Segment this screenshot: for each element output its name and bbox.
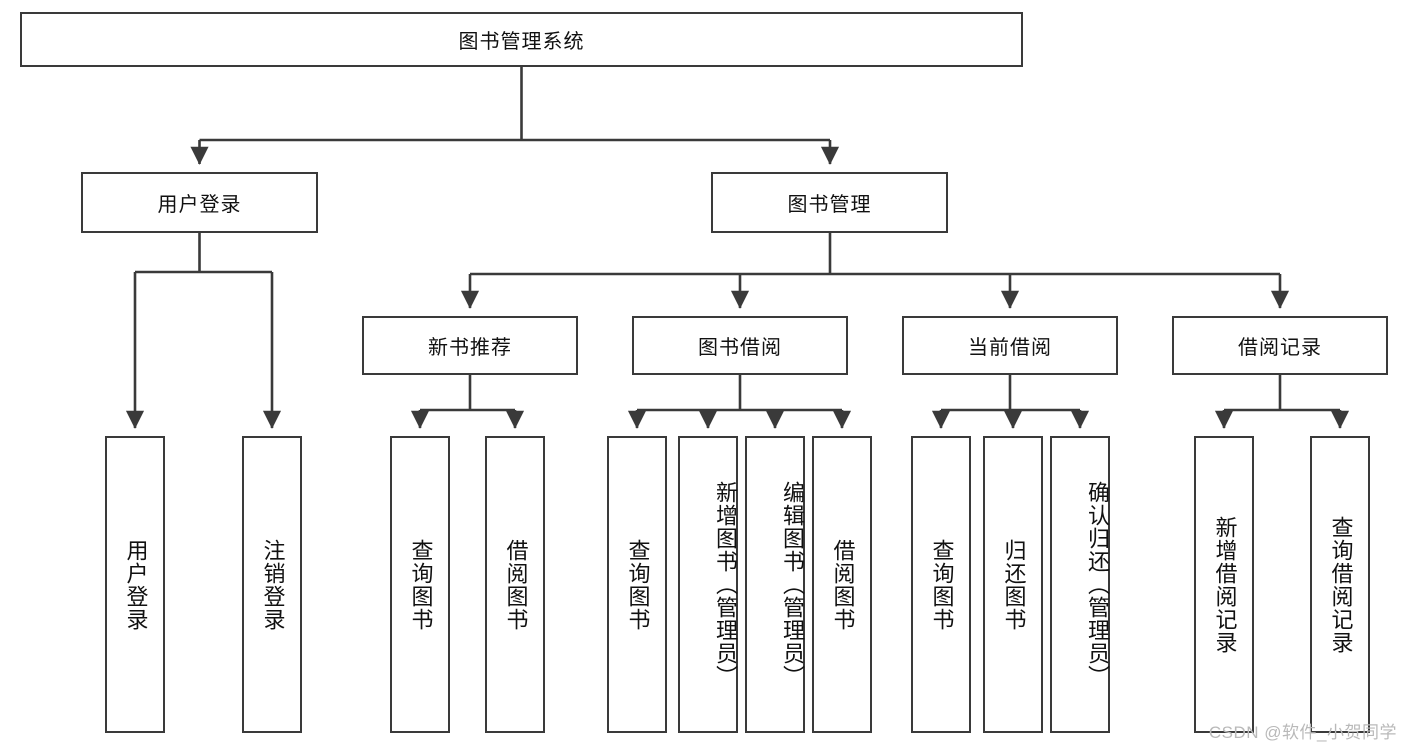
node-leaf-edit-book-admin[interactable]: 编辑图书（管理员）	[745, 436, 805, 733]
node-leaf-query-book-borrow[interactable]: 查询图书	[607, 436, 667, 733]
node-leaf-borrow-book-recommend[interactable]: 借阅图书	[485, 436, 545, 733]
node-leaf-query-book-recommend[interactable]: 查询图书	[390, 436, 450, 733]
node-borrow-record[interactable]: 借阅记录	[1172, 316, 1388, 375]
node-leaf-add-book-admin[interactable]: 新增图书（管理员）	[678, 436, 738, 733]
node-book-manage[interactable]: 图书管理	[711, 172, 948, 233]
node-leaf-user-login[interactable]: 用户登录	[105, 436, 165, 733]
node-root[interactable]: 图书管理系统	[20, 12, 1023, 67]
node-leaf-user-logout[interactable]: 注销登录	[242, 436, 302, 733]
node-new-book-recommend[interactable]: 新书推荐	[362, 316, 578, 375]
node-leaf-confirm-return-admin[interactable]: 确认归还（管理员）	[1050, 436, 1110, 733]
csdn-watermark: CSDN @软件_小贺同学	[1208, 723, 1397, 742]
node-leaf-borrow-book-borrow[interactable]: 借阅图书	[812, 436, 872, 733]
node-leaf-query-borrow-record[interactable]: 查询借阅记录	[1310, 436, 1370, 733]
node-book-borrow[interactable]: 图书借阅	[632, 316, 848, 375]
node-user-login[interactable]: 用户登录	[81, 172, 318, 233]
node-leaf-query-book-current[interactable]: 查询图书	[911, 436, 971, 733]
node-leaf-add-borrow-record[interactable]: 新增借阅记录	[1194, 436, 1254, 733]
node-current-borrow[interactable]: 当前借阅	[902, 316, 1118, 375]
node-leaf-return-book[interactable]: 归还图书	[983, 436, 1043, 733]
